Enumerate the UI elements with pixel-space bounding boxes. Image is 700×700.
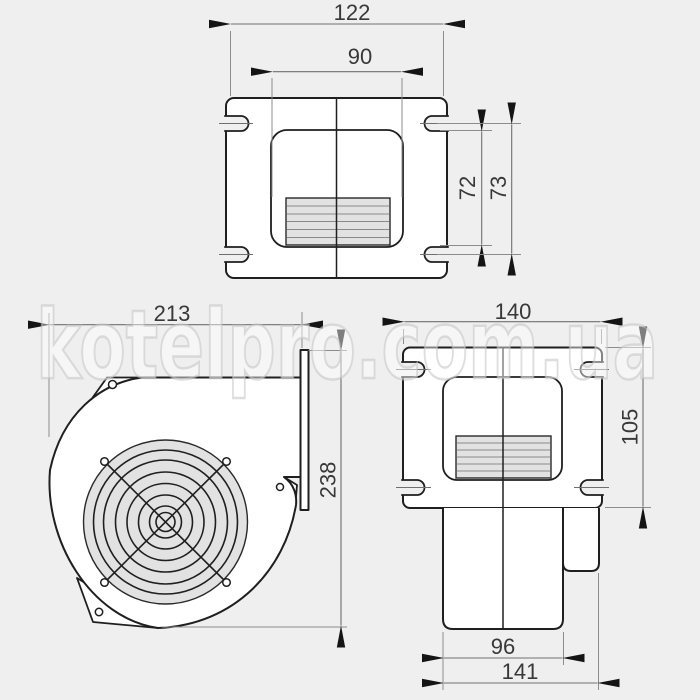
top-view (219, 97, 454, 279)
front-view-capacitor-box (562, 508, 600, 572)
dim-label-213: 213 (154, 301, 191, 326)
dim-label-96: 96 (491, 634, 515, 659)
dim-label-141: 141 (502, 659, 539, 684)
top-view-louvre-lines (287, 205, 389, 238)
grille-eyelet (221, 456, 232, 467)
dim-label-105: 105 (617, 409, 642, 446)
grille-eyelet (99, 577, 110, 588)
dim-label-122: 122 (334, 0, 371, 25)
grille-wire (103, 460, 228, 584)
side-view (48, 349, 310, 629)
grille-eyelet (99, 456, 110, 467)
front-view-dimensions: 140 105 96 141 (382, 299, 651, 690)
front-view (396, 346, 609, 630)
side-view-grille (82, 439, 249, 605)
tab-hole-top-left (107, 379, 118, 390)
dim-label-90: 90 (348, 44, 372, 69)
front-view-slot-ticks (396, 369, 609, 488)
top-view-dimensions: 122 90 72 73 (209, 0, 521, 276)
dim-label-72: 72 (455, 176, 480, 200)
dim-label-238: 238 (315, 462, 340, 499)
dim-label-140: 140 (495, 299, 532, 324)
tab-hole-bottom-left (94, 607, 104, 617)
side-view-dimensions: 213 238 (28, 301, 347, 648)
tab-hole-right (275, 482, 285, 492)
grille-eyelet (221, 577, 232, 588)
side-view-outlet-flange (299, 349, 310, 511)
dim-label-73: 73 (486, 176, 511, 200)
